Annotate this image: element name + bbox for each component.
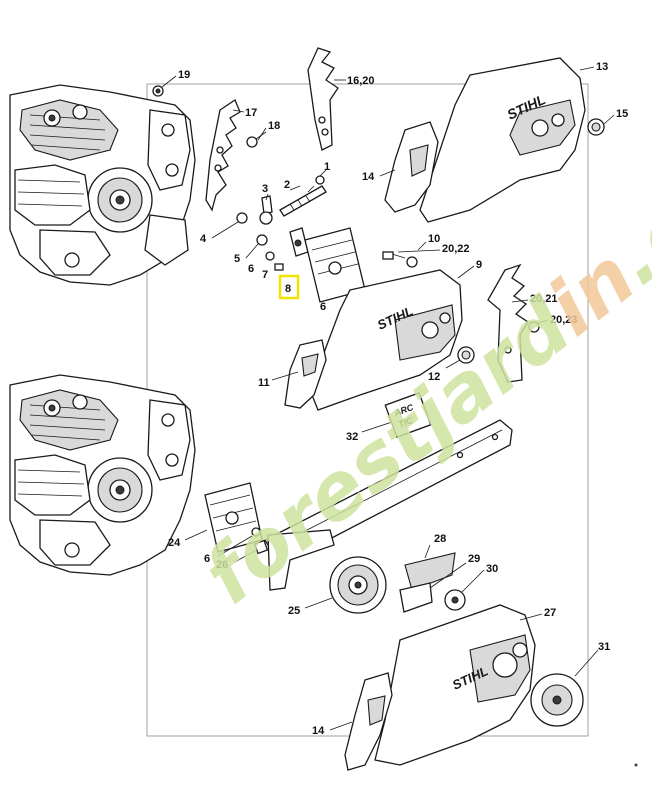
part-18-screw bbox=[246, 131, 267, 148]
callout-9: 9 bbox=[476, 259, 482, 271]
callout-29: 29 bbox=[468, 553, 480, 565]
callout-27: 27 bbox=[544, 607, 556, 619]
part-28-chain-guide bbox=[404, 552, 456, 591]
callout-10: 10 bbox=[428, 233, 440, 245]
callout-6-a: 6 bbox=[248, 263, 254, 275]
corner-mark bbox=[634, 763, 638, 767]
part-27-sprocket-cover-bottom: STIHL bbox=[374, 604, 536, 766]
part-14-chain-catcher-top bbox=[384, 121, 439, 213]
callout-14-top: 14 bbox=[362, 171, 375, 183]
leader-lines bbox=[161, 66, 615, 731]
part-13-chain-sprocket-cover-top: STIHL bbox=[419, 57, 586, 223]
part-17-bumper-spike-left bbox=[205, 99, 241, 212]
callout-16-20: 16,20 bbox=[347, 75, 375, 87]
callout-18: 18 bbox=[268, 120, 280, 132]
part-2-tensioner-spindle bbox=[279, 185, 327, 217]
callout-28: 28 bbox=[434, 533, 446, 545]
part-26-tensioner-nut bbox=[253, 539, 269, 555]
part-11-chain-catcher bbox=[284, 339, 327, 409]
callout-19: 19 bbox=[178, 69, 190, 81]
part-30-star-nut bbox=[444, 589, 466, 611]
callout-30: 30 bbox=[486, 563, 498, 575]
callout-8-highlight bbox=[278, 274, 300, 300]
callout-labels: 19 16,20 13 17 18 15 14 1 3 2 4 10 20,22… bbox=[168, 61, 628, 737]
callout-20-21: 20,21 bbox=[530, 293, 558, 305]
part-32-decal: ARC TIC bbox=[384, 392, 432, 438]
part-25-sprocket bbox=[329, 556, 387, 614]
callout-15: 15 bbox=[616, 108, 628, 120]
callout-20-23: 20,23 bbox=[550, 314, 578, 326]
decal-line2: TIC bbox=[397, 415, 415, 430]
callout-6-c: 6 bbox=[204, 553, 210, 565]
part-19-nut bbox=[152, 85, 164, 97]
part-4-washer bbox=[236, 212, 248, 224]
callout-11: 11 bbox=[258, 377, 270, 389]
part-14-chain-catcher-bottom bbox=[344, 672, 393, 771]
callout-12: 12 bbox=[428, 371, 440, 383]
part-9-sprocket-cover-middle: STIHL bbox=[311, 269, 463, 411]
part-6-screw-c bbox=[251, 527, 261, 537]
part-20-22-spacer bbox=[382, 251, 394, 260]
callout-2: 2 bbox=[284, 179, 290, 191]
callout-24: 24 bbox=[168, 537, 181, 549]
part-6-screw-a bbox=[265, 251, 275, 261]
callout-17: 17 bbox=[245, 107, 257, 119]
part-31-clutch-drum-cover bbox=[530, 673, 584, 727]
part-16-bumper-spike-top bbox=[307, 47, 339, 151]
part-24-guide-plate-lower bbox=[204, 482, 263, 553]
part-29-guide bbox=[399, 582, 433, 613]
callout-20-22: 20,22 bbox=[442, 243, 470, 255]
callout-8: 8 bbox=[285, 283, 291, 295]
part-12-collar-nut bbox=[457, 346, 475, 364]
part-20-23-nut bbox=[528, 321, 540, 333]
callout-14-bottom: 14 bbox=[312, 725, 325, 737]
callout-32: 32 bbox=[346, 431, 358, 443]
part-20-21-bumper-spike-right bbox=[487, 263, 529, 383]
part-10-screw bbox=[391, 253, 418, 268]
callout-5: 5 bbox=[234, 253, 240, 265]
part-7-nut bbox=[274, 263, 284, 271]
callout-13: 13 bbox=[596, 61, 608, 73]
callout-6-b: 6 bbox=[320, 301, 326, 313]
callout-26: 26 bbox=[216, 559, 228, 571]
callout-7: 7 bbox=[262, 269, 268, 281]
engine-block-top bbox=[9, 84, 196, 286]
part-5-screw bbox=[256, 234, 268, 246]
part-chain-tensioner-plate bbox=[267, 529, 335, 591]
part-15-collar-nut bbox=[587, 118, 605, 136]
callout-3: 3 bbox=[262, 183, 268, 195]
callout-4: 4 bbox=[200, 233, 207, 245]
callout-25: 25 bbox=[288, 605, 300, 617]
callout-1: 1 bbox=[324, 161, 330, 173]
part-8-tensioner-slide bbox=[289, 227, 309, 257]
engine-block-bottom bbox=[9, 374, 196, 576]
part-3-tensioner-bolt bbox=[259, 195, 273, 225]
callout-31: 31 bbox=[598, 641, 610, 653]
